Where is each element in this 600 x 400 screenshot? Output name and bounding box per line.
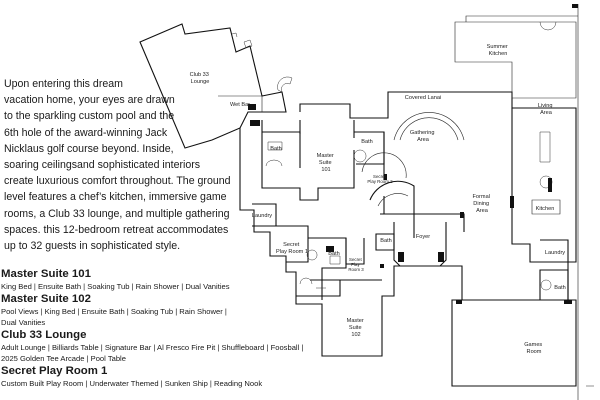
main-house: [239, 4, 594, 400]
section-features: Custom Built Play Room | Underwater Them…: [1, 379, 263, 388]
section-heading: Master Suite 101: [1, 268, 91, 280]
label-foyer: Foyer: [416, 234, 430, 240]
section-features: 2025 Golden Tee Arcade | Pool Table: [1, 354, 126, 363]
intro-line: vacation home, your eyes are drawn: [4, 94, 175, 107]
section-heading: Club 33 Lounge: [1, 329, 87, 341]
intro-line: soaring ceilingsand sophisticated interi…: [4, 159, 201, 172]
section-features: King Bed | Ensuite Bath | Soaking Tub | …: [1, 282, 230, 291]
label-secret-play-room-3: Secret Play Room 3: [348, 257, 364, 272]
section-features: Dual Vanities: [1, 318, 46, 327]
label-games-room: Games Room: [524, 342, 544, 355]
intro-line: 6th hole of the award-winning Jack: [4, 126, 168, 139]
room-labels: Club 33 Lounge Wet Bar Summer Kitchen Co…: [190, 44, 566, 355]
intro-line: Nicklaus golf course beyond. Inside,: [4, 142, 174, 155]
label-wet-bar: Wet Bar: [230, 102, 250, 108]
intro-line: create luxurious comfort throughout. The…: [4, 175, 231, 188]
section-heading: Secret Play Room 1: [1, 365, 108, 377]
label-bath-master101: Bath: [270, 146, 282, 152]
intro-line: up to 32 guests in sophisticated style.: [4, 240, 181, 253]
label-formal-dining: Formal Dining Area: [473, 194, 492, 214]
label-summer-kitchen: Summer Kitchen: [487, 44, 510, 57]
label-master-suite-101: Master Suite 101: [317, 153, 336, 173]
label-gathering-area: Gathering Area: [410, 130, 436, 143]
label-bath-mid: Bath: [328, 251, 340, 257]
label-laundry-left: Laundry: [252, 213, 272, 219]
intro-line: to the sparkling custom pool and the: [4, 110, 175, 123]
section-features: Pool Views | King Bed | Ensuite Bath | S…: [1, 307, 227, 316]
label-bath-lower-right: Bath: [554, 285, 566, 291]
club33-wing: [139, 23, 293, 149]
intro-line: Upon entering this dream: [4, 78, 123, 90]
label-secret-play-room-2: Secret Play Room 2: [367, 174, 393, 184]
section-heading: Master Suite 102: [1, 293, 91, 305]
label-laundry-right: Laundry: [545, 250, 565, 256]
label-bath-small: Bath: [361, 139, 373, 145]
intro-paragraph: Upon entering this dream vacation home, …: [4, 76, 310, 254]
intro-line: rooms, a Club 33 lounge, and multiple ga…: [4, 207, 230, 220]
label-club33-lounge: Club 33 Lounge: [190, 72, 211, 85]
intro-line: level features a chef’s kitchen, immersi…: [4, 191, 227, 204]
amenities-list: Master Suite 101 King Bed | Ensuite Bath…: [1, 267, 321, 389]
intro-line: spaces. this 12-bedroom retreat accommod…: [4, 223, 229, 236]
label-covered-lanai: Covered Lanai: [405, 95, 441, 101]
label-bath-right: Bath: [380, 238, 392, 244]
section-features: Adult Lounge | Billiards Table | Signatu…: [1, 343, 304, 352]
label-secret-play-room-1: Secret Play Room 1: [276, 242, 308, 255]
label-master-suite-102: Master Suite 102: [347, 318, 366, 338]
label-kitchen: Kitchen: [536, 206, 555, 212]
label-living-area: Living Area: [538, 103, 554, 116]
